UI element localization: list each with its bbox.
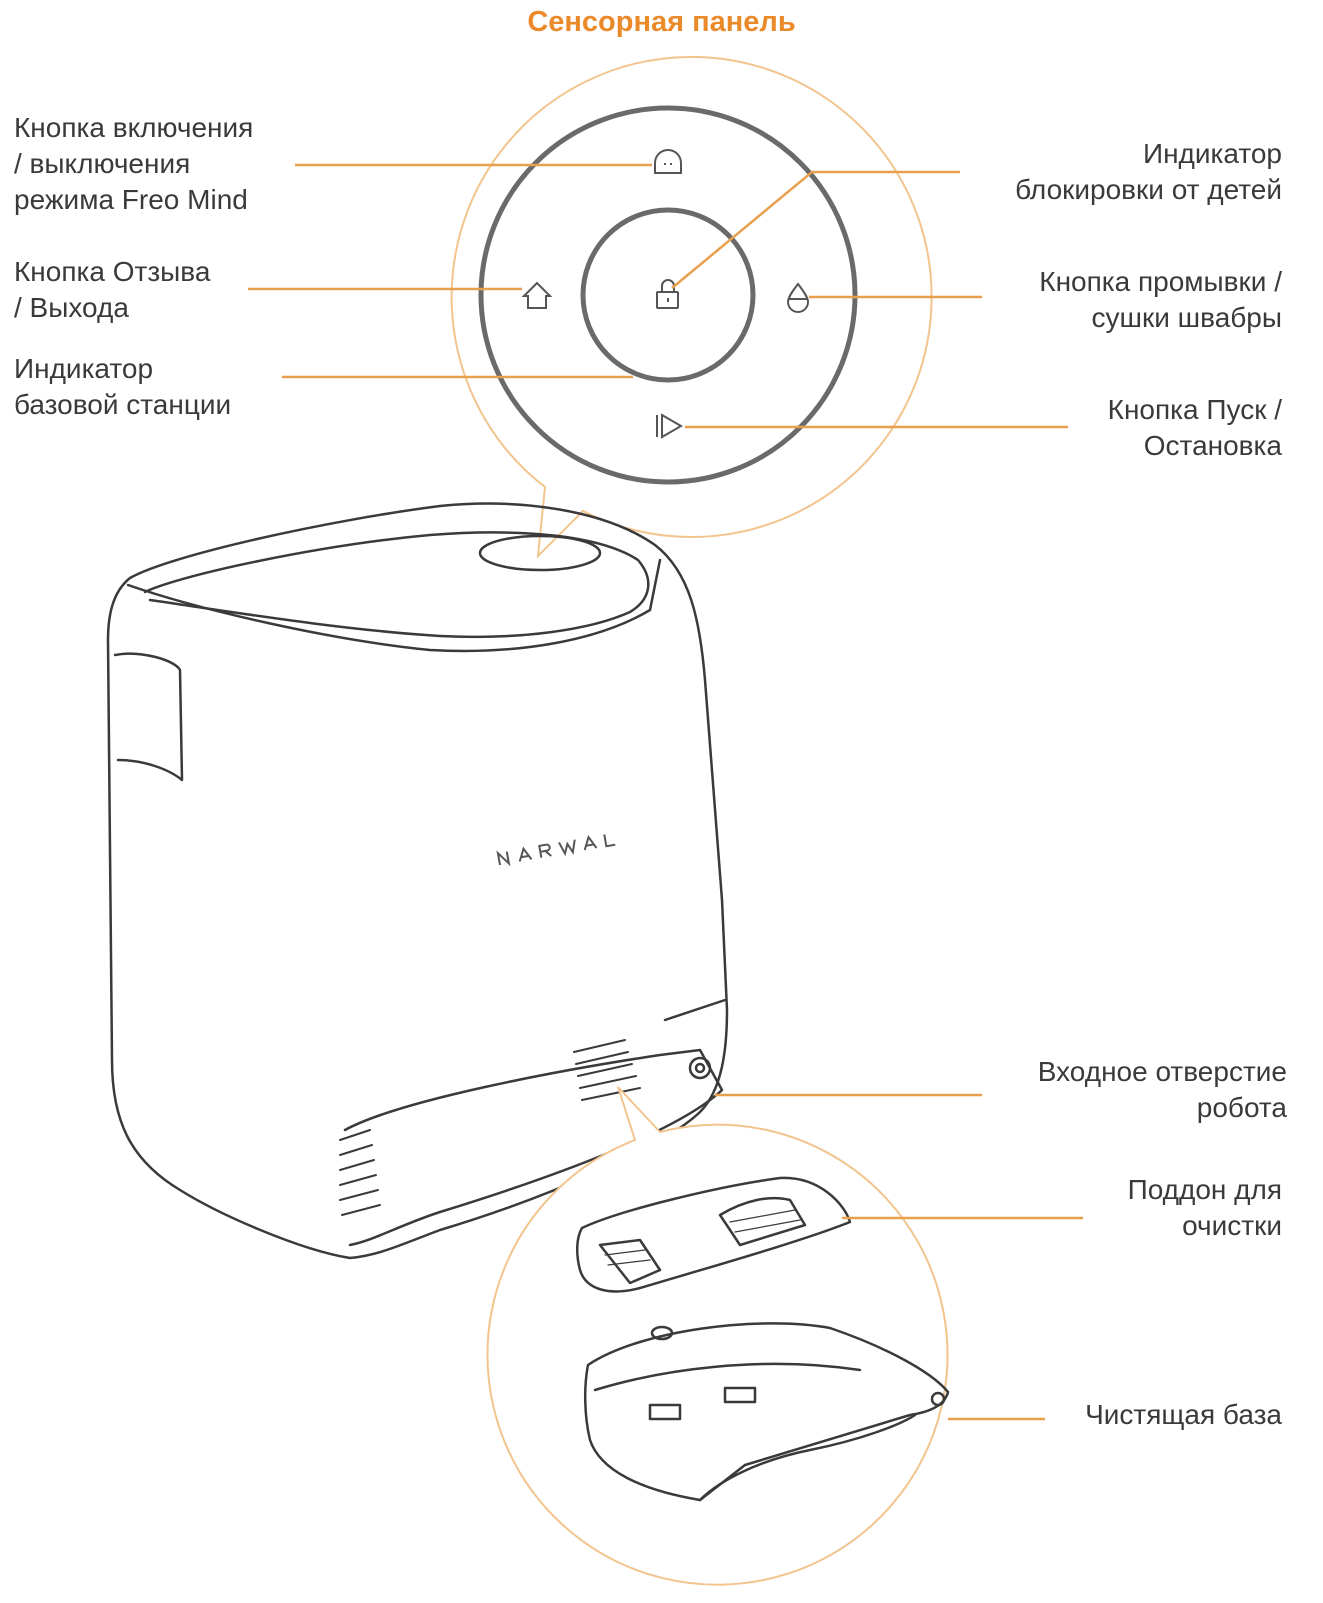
bay-lip bbox=[663, 998, 727, 1022]
home-icon bbox=[521, 281, 553, 309]
robot-head-icon bbox=[654, 149, 682, 174]
droplet-icon bbox=[786, 282, 810, 313]
station-top-rim bbox=[126, 558, 662, 653]
label-cleaning-tray: Поддон для очистки bbox=[1127, 1174, 1282, 1241]
label-robot-entry: Входное отверстие робота bbox=[1037, 1056, 1287, 1123]
bottom-recess bbox=[343, 1048, 724, 1247]
play-icon bbox=[656, 413, 683, 439]
label-cleaning-base: Чистящая база bbox=[1085, 1399, 1282, 1430]
label-base-indicator: Индикатор базовой станции bbox=[14, 353, 232, 420]
narwal-logo bbox=[496, 834, 616, 867]
touch-panel-callout bbox=[450, 56, 933, 559]
tray-base-callout bbox=[486, 1086, 950, 1586]
label-freo-mind-button: Кнопка включения / выключения режима Fre… bbox=[14, 112, 254, 215]
cleaning-base-drawing bbox=[583, 1322, 950, 1502]
vent-slots bbox=[339, 1039, 641, 1216]
cleaning-tray-drawing bbox=[576, 1176, 852, 1293]
handle-recess bbox=[113, 652, 184, 782]
leader-lines bbox=[248, 163, 1083, 1421]
label-child-lock-indicator: Индикатор блокировки от детей bbox=[1015, 138, 1282, 205]
callout-bubble-bottom bbox=[486, 1086, 949, 1586]
callout-bubble-top bbox=[450, 56, 933, 559]
label-start-stop-button: Кнопка Пуск / Остановка bbox=[1107, 394, 1282, 461]
label-recall-button: Кнопка Отзыва / Выхода bbox=[14, 256, 211, 323]
touch-panel-window bbox=[478, 534, 602, 572]
leader-child-lock bbox=[671, 170, 960, 289]
panel-outer-ring bbox=[478, 105, 858, 485]
panel-inner-ring bbox=[580, 207, 756, 383]
diagram-title: Сенсорная панель bbox=[527, 6, 796, 38]
station-lid bbox=[143, 531, 650, 639]
label-mop-wash-button: Кнопка промывки / сушки швабры bbox=[1039, 266, 1282, 333]
charge-contact bbox=[688, 1056, 712, 1080]
charge-contact-inner bbox=[694, 1062, 706, 1074]
